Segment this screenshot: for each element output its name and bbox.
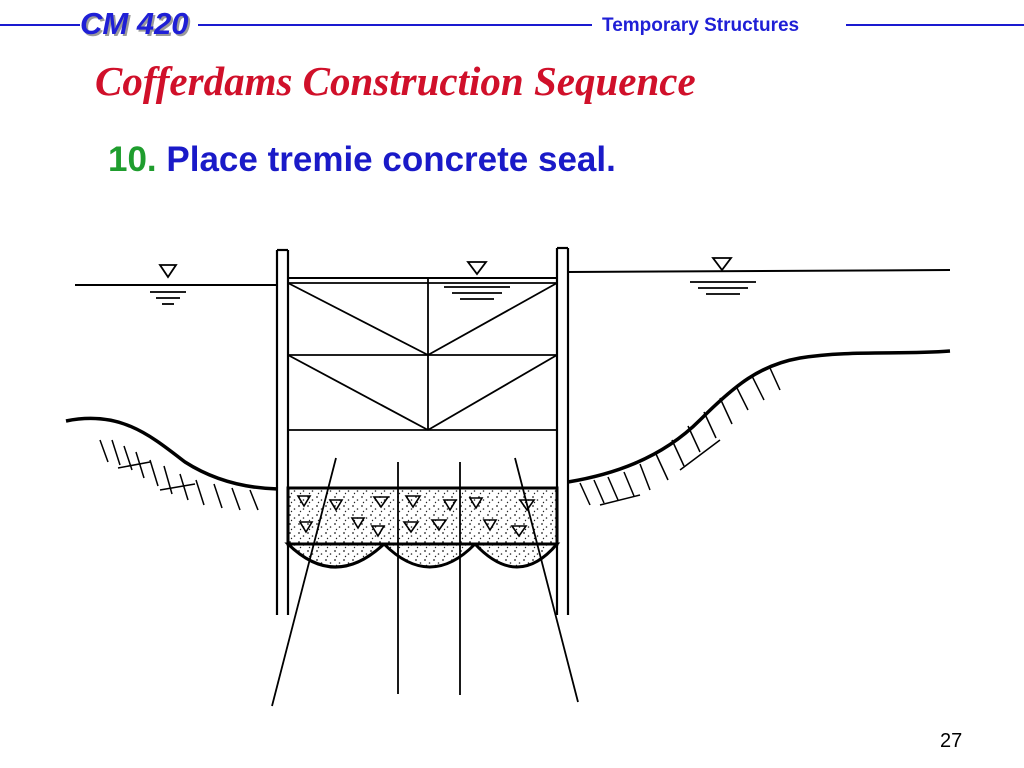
page-number: 27 — [940, 730, 963, 752]
sheet-pile-right — [555, 246, 570, 615]
header-rule-middle — [198, 24, 592, 26]
header-rule-right — [846, 24, 1024, 26]
course-code: CM 420 — [80, 6, 189, 41]
water-level-marker-left — [150, 264, 186, 305]
header-rule-left — [0, 24, 80, 26]
bracing-frames — [287, 278, 558, 431]
water-level-marker-center — [444, 261, 510, 300]
step-text: Place tremie concrete seal. — [166, 140, 616, 179]
step-line: 10. Place tremie concrete seal. — [108, 140, 616, 180]
course-name: Temporary Structures — [602, 15, 800, 36]
tremie-concrete-seal — [284, 486, 561, 569]
riverbed-right — [567, 349, 951, 506]
step-number: 10. — [108, 140, 157, 179]
slide-title: Cofferdams Construction Sequence — [95, 58, 696, 104]
water-level-marker-right — [690, 257, 756, 295]
water-surface — [75, 269, 951, 286]
sheet-pile-left — [275, 248, 290, 615]
tremie-pipes — [271, 457, 579, 707]
aggregate-triangles — [296, 495, 536, 538]
riverbed-left — [65, 416, 279, 511]
